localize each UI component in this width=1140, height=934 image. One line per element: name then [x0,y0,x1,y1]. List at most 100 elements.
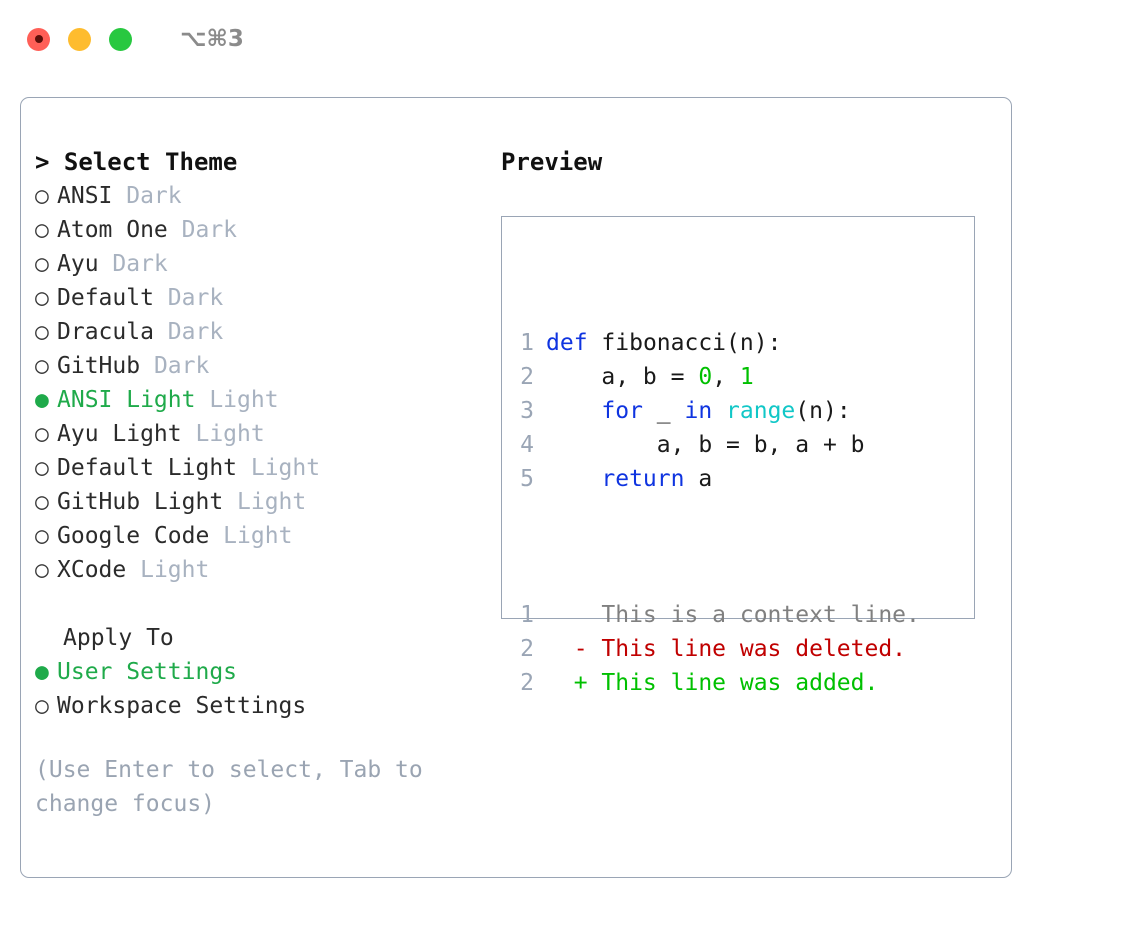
diff-sample: 1 This is a context line. 2 - This line w… [514,598,920,700]
theme-picker-panel: > Select Theme ○ANSI Dark○Atom One Dark○… [20,97,1012,878]
theme-list-item[interactable]: ○ Dracula Dark [35,315,485,349]
page-title: > Select Theme [35,145,485,179]
theme-kind-badge: Dark [98,251,168,277]
theme-name: Ayu Light [57,421,182,447]
code-token: , [712,364,740,390]
theme-list-item[interactable]: ○Ayu Dark [35,247,485,281]
radio-unselected-icon: ○ [35,285,49,311]
code-line-number: 2 [520,364,534,390]
theme-name: XCode [57,557,127,583]
diff-marker: - [546,636,588,662]
maximize-button[interactable] [109,27,132,51]
code-token: in [684,398,713,424]
diff-text: This is a context line. [587,602,920,628]
code-token: 0 [698,364,713,390]
theme-name: Default [57,285,154,311]
radio-unselected-icon: ○ [35,319,49,345]
theme-list-item[interactable]: ○Default Light Light [35,451,485,485]
theme-name: Atom One [57,217,168,243]
theme-name: GitHub Light [57,489,224,515]
code-line-number: 1 [520,330,534,356]
theme-kind-badge: Light [195,387,279,413]
spacer [35,587,485,621]
radio-unselected-icon: ○ [35,183,49,209]
theme-list-item[interactable]: ●ANSI Light Light [35,383,485,417]
radio-unselected-icon: ○ [35,489,49,515]
diff-text: This line was deleted. [587,636,907,662]
diff-line: 2 + This line was added. [514,666,920,700]
code-token: 1 [739,364,754,390]
code-token [546,466,601,492]
theme-list-item[interactable]: ○ XCode Light [35,553,485,587]
code-token: a, b = [546,364,699,390]
code-token: a [684,466,713,492]
code-token: for [601,398,643,424]
theme-name: ANSI [57,183,113,209]
code-line: 3 for _ in range(n): [514,394,920,428]
code-preview: 1 def fibonacci(n): 2 a, b = 0, 1 3 for _ i… [514,258,920,768]
theme-kind-badge: Light [209,523,293,549]
diff-marker [546,602,588,628]
apply-to-option-label: User Settings [57,659,238,685]
diff-marker: + [546,670,588,696]
theme-list-item[interactable]: ○ANSI Dark [35,179,485,213]
apply-to-option[interactable]: ● User Settings [35,655,485,689]
keyboard-hint-text: (Use Enter to select, Tab to change focu… [35,757,437,817]
theme-kind-badge: Light [126,557,210,583]
diff-line: 1 This is a context line. [514,598,920,632]
theme-kind-badge: Dark [153,319,224,345]
radio-unselected-icon: ○ [35,421,49,447]
theme-selection-column: > Select Theme ○ANSI Dark○Atom One Dark○… [35,145,485,821]
code-token: (n): [795,398,851,424]
theme-kind-badge: Light [181,421,265,447]
theme-list-item[interactable]: ○ Ayu Light Light [35,417,485,451]
theme-name: GitHub [57,353,141,379]
code-token: range [726,398,796,424]
theme-name: Ayu [57,251,99,277]
radio-unselected-icon: ○ [35,455,49,481]
radio-unselected-icon: ○ [35,693,49,719]
preview-column: Preview 1 def fibonacci(n): 2 a, b = 0, 1 3… [501,145,1001,696]
page-title-text: Select Theme [63,148,238,176]
theme-name: ANSI Light [57,387,196,413]
keyboard-shortcut-label: ⌥⌘3 [180,26,244,52]
diff-line-number: 2 [520,670,534,696]
code-line-number: 5 [520,466,534,492]
code-token [712,398,726,424]
theme-list-item[interactable]: ○ Default Dark [35,281,485,315]
radio-unselected-icon: ○ [35,557,49,583]
theme-name: Google Code [57,523,210,549]
diff-text: This line was added. [587,670,879,696]
code-sample: 1 def fibonacci(n): 2 a, b = 0, 1 3 for _ i… [514,326,920,496]
diff-line-number: 2 [520,636,534,662]
preview-heading: Preview [501,148,603,176]
code-token: def [546,330,588,356]
code-line-number: 3 [520,398,534,424]
apply-to-list: ● User Settings ○Workspace Settings [35,655,485,723]
preview-box: 1 def fibonacci(n): 2 a, b = 0, 1 3 for _ i… [501,216,975,696]
code-line: 1 def fibonacci(n): [514,326,920,360]
theme-list-item[interactable]: ○ Google Code Light [35,519,485,553]
theme-kind-badge: Light [223,489,307,515]
code-token: return [601,466,685,492]
apply-to-option[interactable]: ○Workspace Settings [35,689,485,723]
radio-selected-icon: ● [35,659,49,685]
code-line: 4 a, b = b, a + b [514,428,920,462]
theme-kind-badge: Dark [167,217,238,243]
theme-list-item[interactable]: ○ Atom One Dark [35,213,485,247]
code-token: fibonacci(n): [601,330,782,356]
theme-list-item[interactable]: ○ GitHub Light Light [35,485,485,519]
theme-list-item[interactable]: ○GitHub Dark [35,349,485,383]
minimize-button[interactable] [68,27,91,51]
prompt-caret-icon: > [35,148,64,176]
radio-unselected-icon: ○ [35,523,49,549]
theme-list: ○ANSI Dark○Atom One Dark○Ayu Dark○Defaul… [35,179,485,587]
code-token [546,398,601,424]
close-button[interactable] [27,27,50,51]
theme-kind-badge: Dark [140,353,210,379]
theme-kind-badge: Dark [153,285,224,311]
theme-name: Dracula [57,319,154,345]
radio-unselected-icon: ○ [35,217,49,243]
code-line: 5 return a [514,462,920,496]
theme-kind-badge: Light [237,455,321,481]
